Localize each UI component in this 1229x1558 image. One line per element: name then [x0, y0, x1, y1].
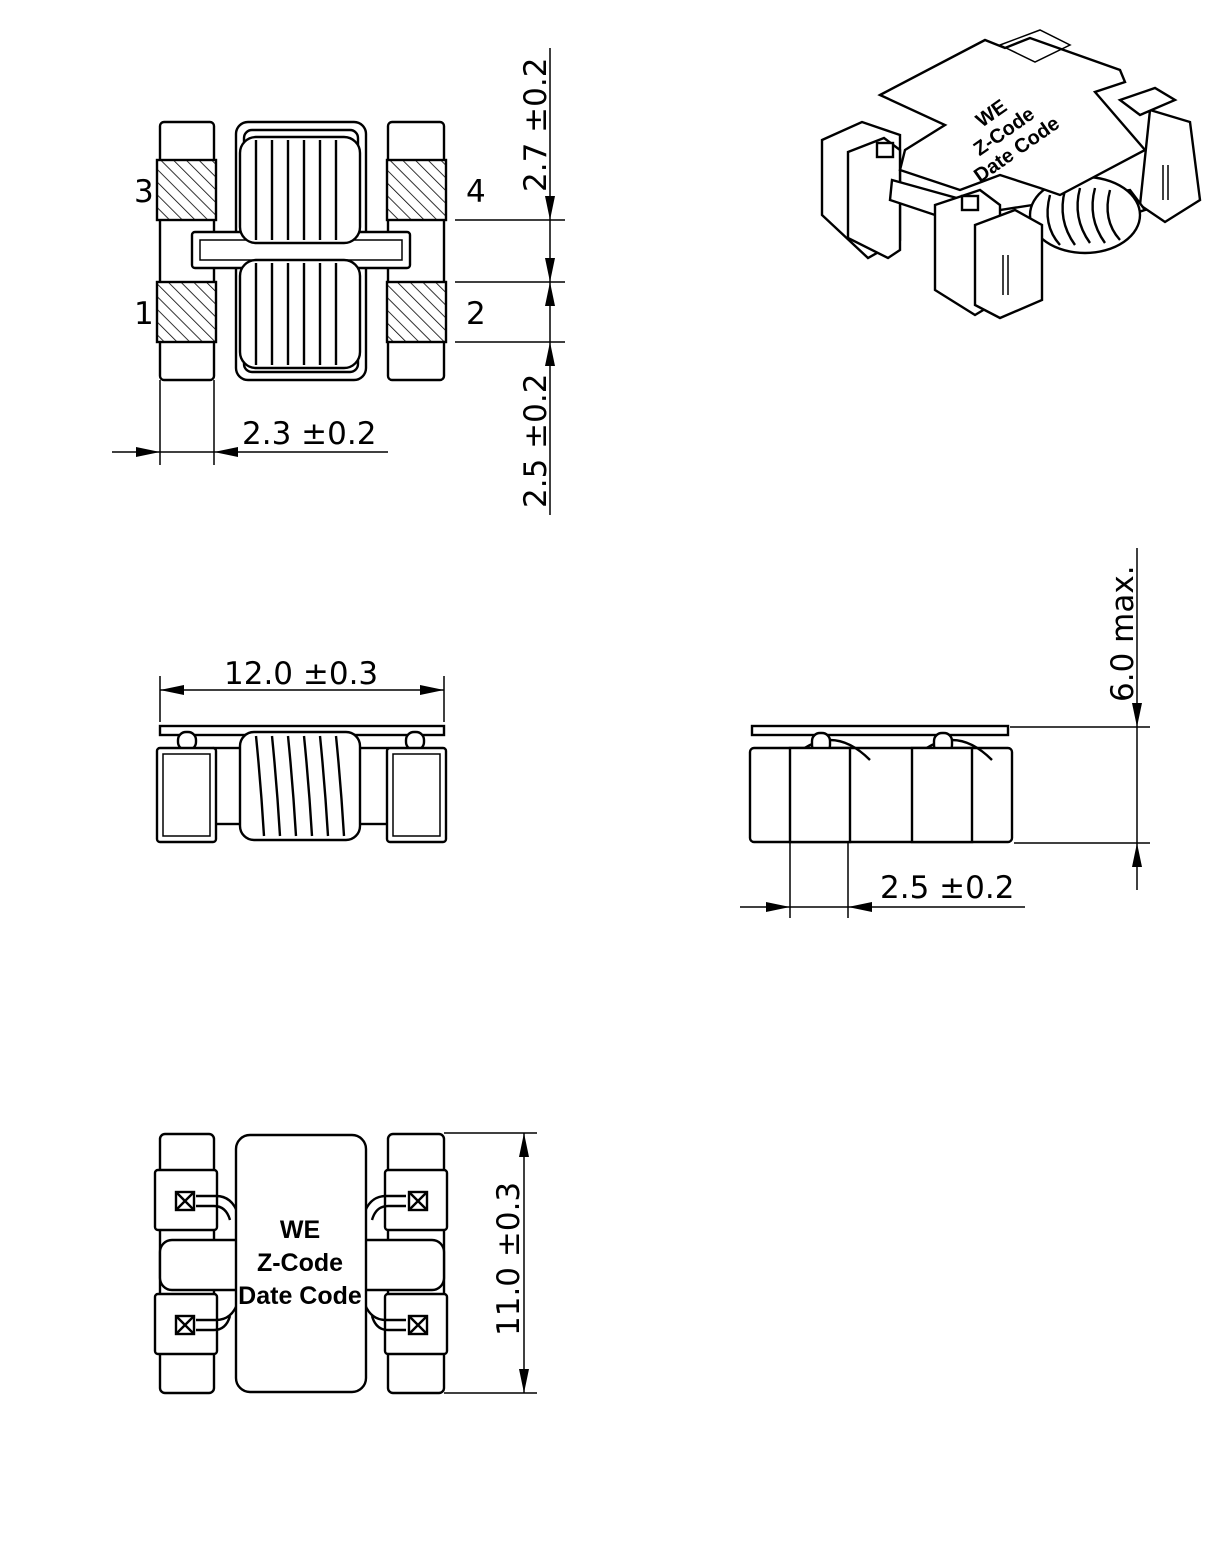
marking-zcode: Z-Code — [257, 1249, 343, 1277]
dim-side-pad-width: 2.5 ±0.2 — [880, 870, 1014, 906]
pad-1 — [155, 280, 218, 344]
pin-label-3: 3 — [134, 174, 154, 210]
side-view-front: 12.0 ±0.3 — [155, 656, 448, 844]
coil-lower — [238, 258, 362, 370]
dim-length: 12.0 ±0.3 — [224, 656, 378, 692]
bottom-view: WE Z-Code Date Code 11.0 ±0.3 — [153, 1132, 537, 1395]
coil-upper — [238, 135, 362, 245]
top-view: 3 4 1 2 2.7 ±0.2 2.5 ±0.2 2.3 ±0.2 — [112, 48, 565, 515]
coil-3d — [1028, 175, 1142, 255]
dim-height: 6.0 max. — [1105, 565, 1141, 702]
pin-label-1: 1 — [134, 296, 154, 332]
pad-3 — [155, 158, 218, 222]
dim-upper-pitch: 2.7 ±0.2 — [518, 58, 554, 192]
isometric-view: WE Z-Code Date Code — [820, 29, 1202, 320]
pin-label-4: 4 — [466, 174, 486, 210]
dim-pad-width: 2.3 ±0.2 — [242, 416, 376, 452]
pad-4 — [385, 158, 448, 222]
pad-2 — [385, 280, 448, 344]
marking-we: WE — [280, 1216, 320, 1244]
dim-lower-pitch: 2.5 ±0.2 — [518, 374, 554, 508]
dim-width: 11.0 ±0.3 — [491, 1182, 527, 1336]
marking-datecode: Date Code — [238, 1282, 362, 1310]
side-view-end: 6.0 max. 2.5 ±0.2 — [740, 548, 1150, 918]
pin-label-2: 2 — [466, 296, 486, 332]
top-plate-marking — [234, 1133, 368, 1394]
